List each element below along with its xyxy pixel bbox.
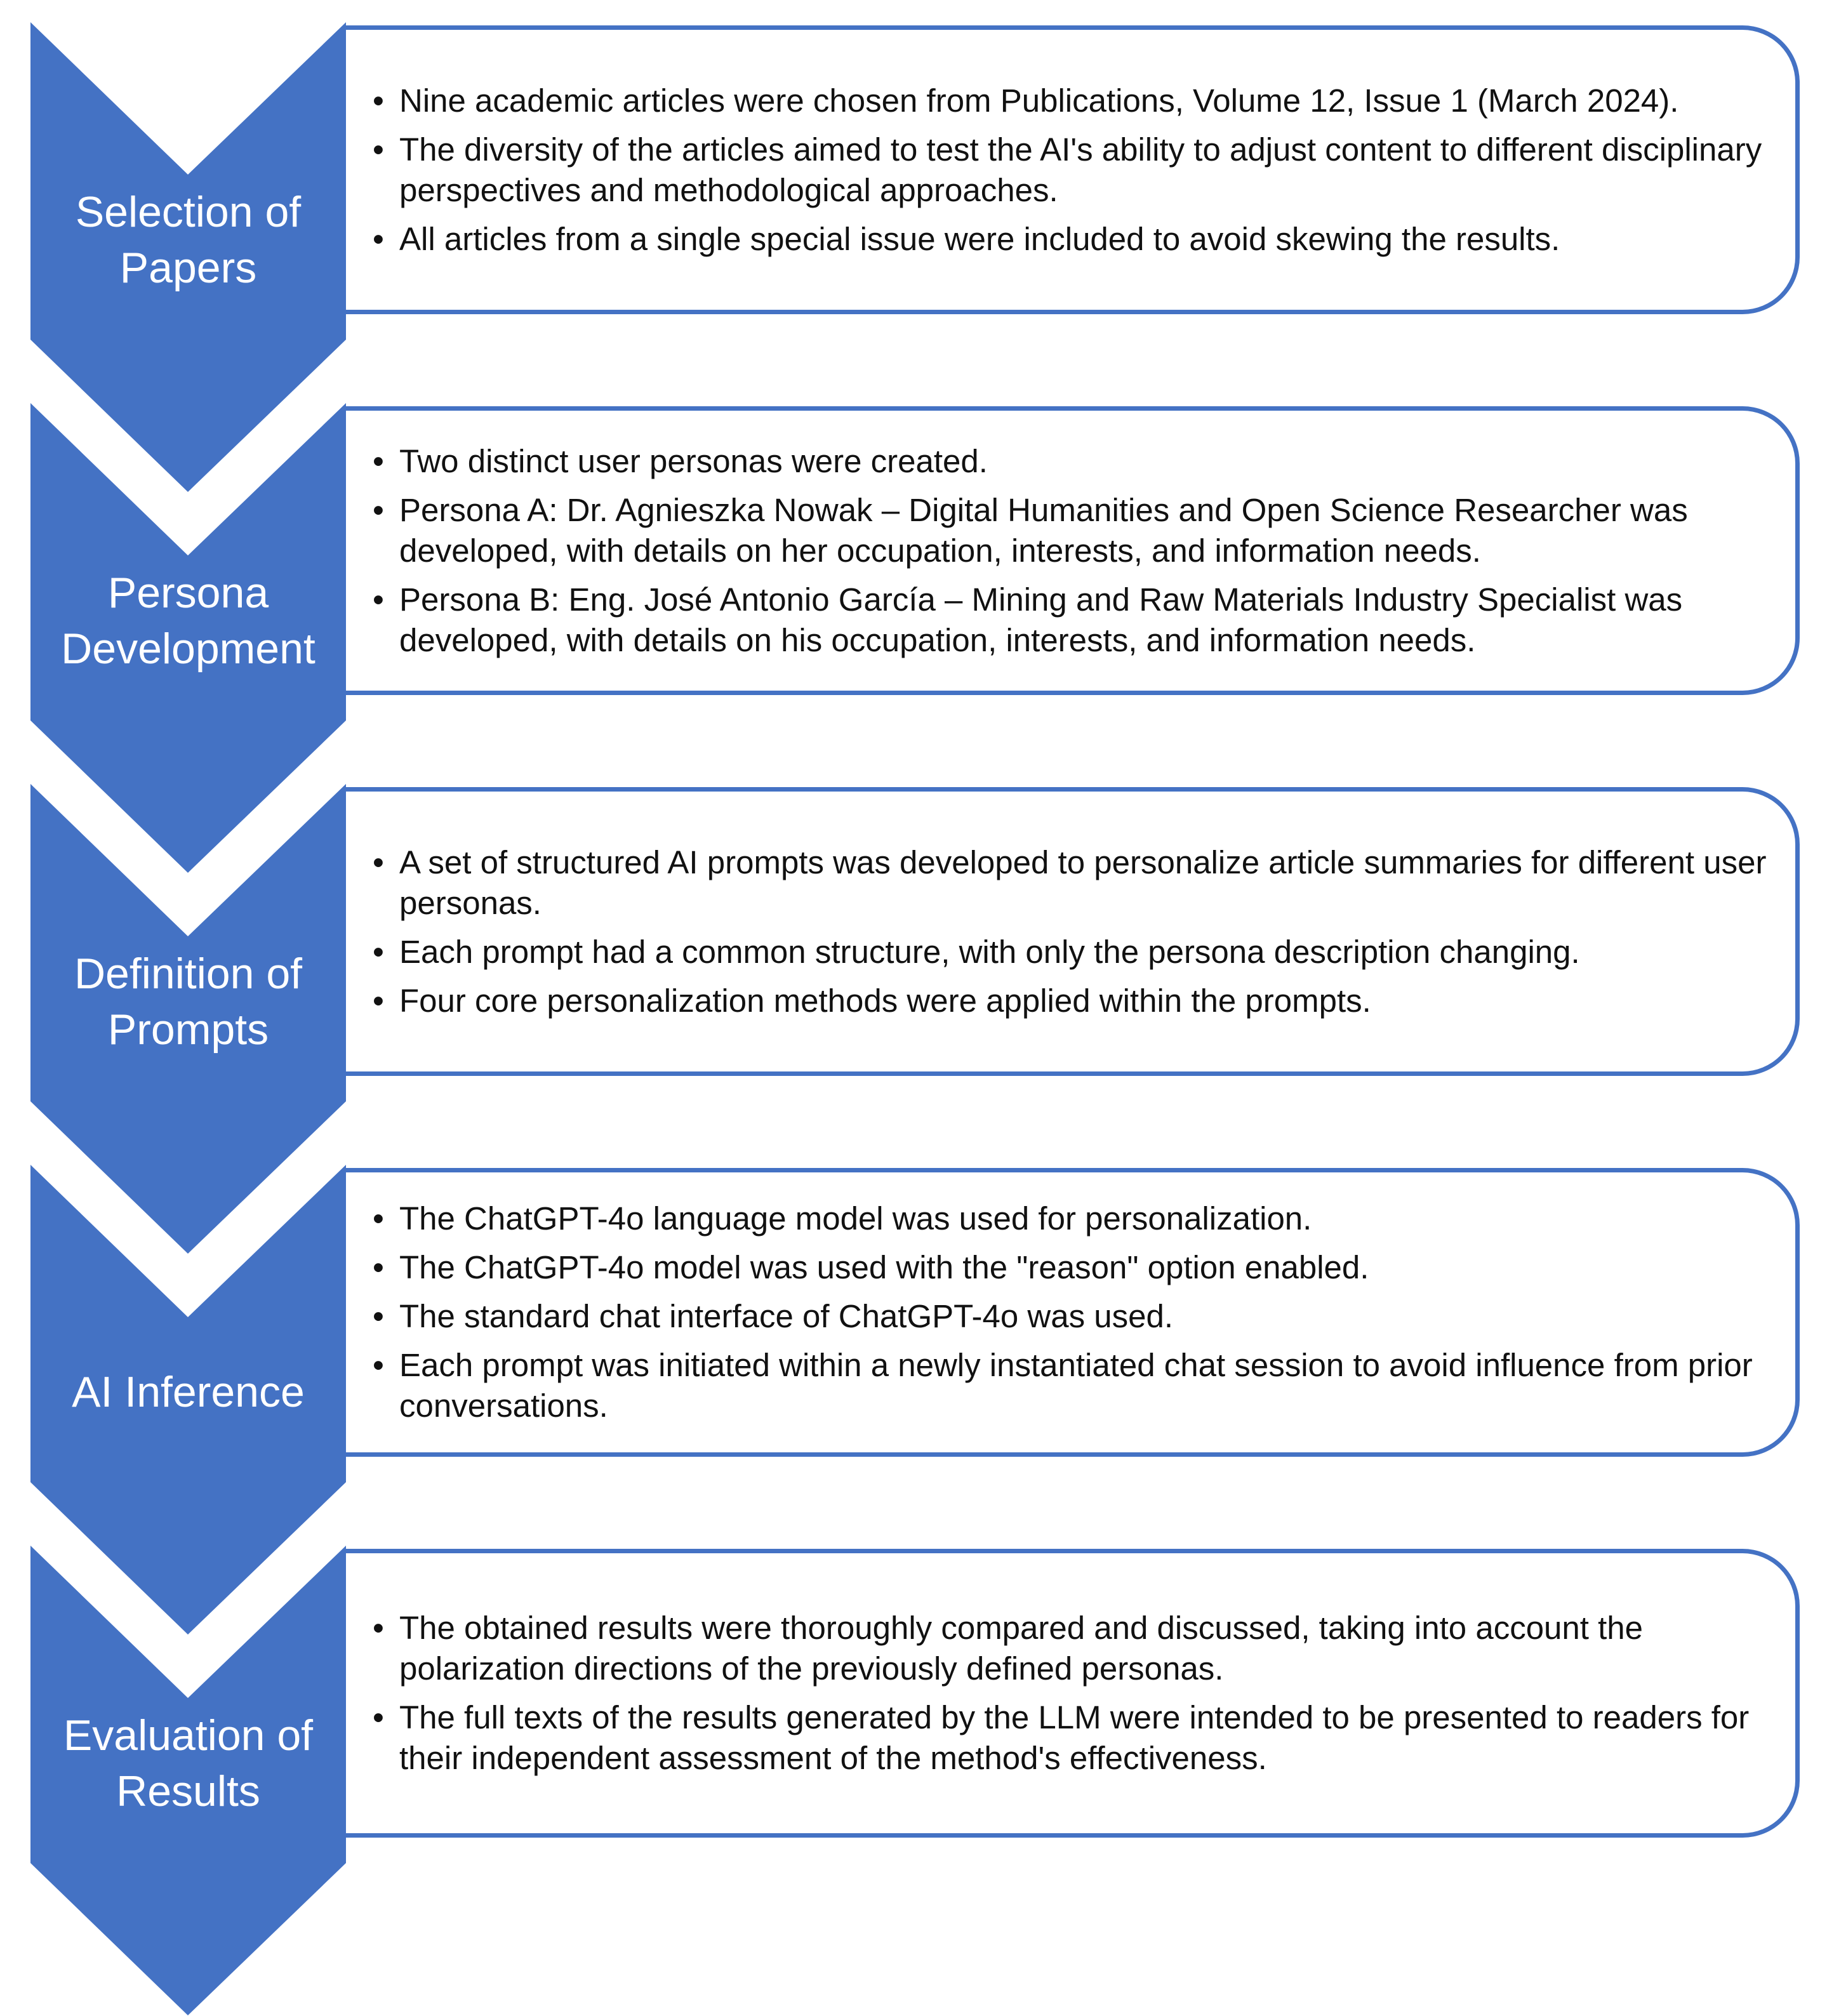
bullet-item: Nine academic articles were chosen from … (373, 81, 1770, 121)
bullet-item: Each prompt had a common structure, with… (373, 932, 1770, 972)
bullet-list: Two distinct user personas were created.… (346, 441, 1795, 661)
chevron-persona-development (30, 403, 346, 873)
chevron-ai-inference (30, 1165, 346, 1635)
bullet-item: Four core personalization methods were a… (373, 981, 1770, 1021)
bullet-list: Nine academic articles were chosen from … (346, 81, 1795, 260)
chevron-evaluation-of-results (30, 1546, 346, 2015)
step-box-ai-inference: The ChatGPT-4o language model was used f… (346, 1168, 1800, 1457)
step-label-selection-of-papers: Selection of Papers (75, 188, 302, 292)
bullet-item: A set of structured AI prompts was devel… (373, 842, 1770, 924)
step-box-selection-of-papers: Nine academic articles were chosen from … (346, 25, 1800, 314)
bullet-item: All articles from a single special issue… (373, 219, 1770, 260)
step-label-definition-of-prompts: Definition of Prompts (74, 950, 303, 1054)
bullet-list: The ChatGPT-4o language model was used f… (346, 1198, 1795, 1426)
bullet-item: Persona A: Dr. Agnieszka Nowak – Digital… (373, 490, 1770, 571)
step-label-ai-inference: AI Inference (72, 1368, 305, 1416)
bullet-item: The diversity of the articles aimed to t… (373, 129, 1770, 211)
bullet-list: A set of structured AI prompts was devel… (346, 842, 1795, 1021)
step-box-evaluation-of-results: The obtained results were thoroughly com… (346, 1549, 1800, 1838)
bullet-item: The ChatGPT-4o model was used with the "… (373, 1247, 1770, 1288)
bullet-item: The ChatGPT-4o language model was used f… (373, 1198, 1770, 1239)
bullet-item: Persona B: Eng. José Antonio García – Mi… (373, 580, 1770, 661)
bullet-item: Each prompt was initiated within a newly… (373, 1345, 1770, 1426)
bullet-item: Two distinct user personas were created. (373, 441, 1770, 482)
chevron-definition-of-prompts (30, 784, 346, 1254)
bullet-list: The obtained results were thoroughly com… (346, 1608, 1795, 1779)
bullet-item: The standard chat interface of ChatGPT-4… (373, 1296, 1770, 1337)
bullet-item: The full texts of the results generated … (373, 1697, 1770, 1779)
chevron-selection-of-papers (30, 22, 346, 492)
step-box-persona-development: Two distinct user personas were created.… (346, 406, 1800, 695)
step-label-evaluation-of-results: Evaluation of Results (63, 1711, 314, 1815)
bullet-item: The obtained results were thoroughly com… (373, 1608, 1770, 1689)
step-label-persona-development: Persona Development (61, 569, 316, 673)
step-box-definition-of-prompts: A set of structured AI prompts was devel… (346, 787, 1800, 1076)
